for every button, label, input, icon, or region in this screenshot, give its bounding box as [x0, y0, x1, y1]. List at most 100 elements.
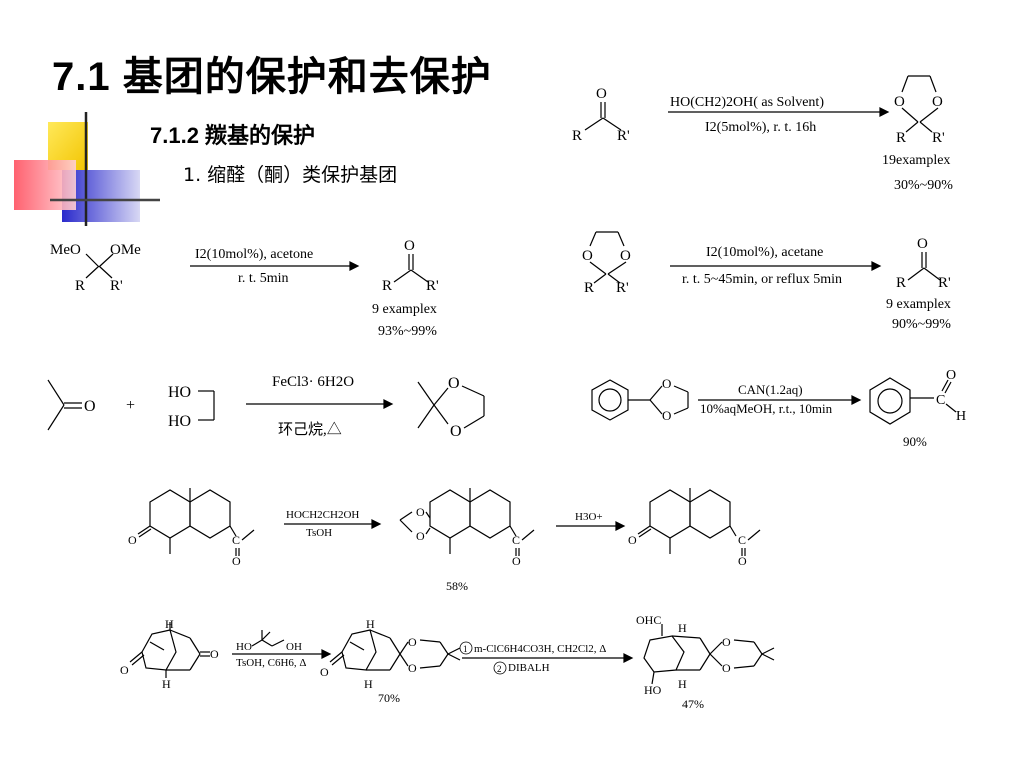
- svg-text:O: O: [946, 368, 956, 383]
- svg-text:O: O: [662, 408, 671, 423]
- r4-reagent-top: FeCl3· 6H2O: [272, 374, 354, 390]
- svg-text:HO: HO: [168, 384, 191, 401]
- reaction-5: O O CAN(1.2aq) 10%aqMeOH, r.t., 10min C O…: [591, 368, 966, 449]
- decalin-diketone-structure: O C O: [128, 488, 255, 568]
- benzaldehyde-product: C O H: [869, 368, 966, 425]
- svg-text:O: O: [408, 661, 417, 675]
- svg-text:OHC: OHC: [636, 613, 661, 627]
- r7-reagent-bottom: TsOH, C6H6, Δ: [236, 657, 306, 669]
- svg-text:O: O: [210, 647, 219, 661]
- r7-step-1: m-ClC6H4CO3H, CH2Cl2, Δ: [474, 643, 606, 655]
- r3-reagent-bottom: r. t. 5~45min, or reflux 5min: [682, 272, 842, 287]
- svg-text:H: H: [678, 621, 687, 635]
- r4-reagent-bottom: 环己烷,△: [278, 421, 342, 438]
- svg-text:O: O: [932, 94, 943, 110]
- svg-text:O: O: [120, 663, 129, 677]
- svg-text:O: O: [84, 398, 96, 415]
- svg-text:OMe: OMe: [110, 242, 141, 258]
- svg-text:O: O: [450, 423, 462, 440]
- svg-text:HO: HO: [168, 413, 191, 430]
- svg-text:O: O: [408, 635, 417, 649]
- acetone-ketal-product: OO: [417, 375, 485, 440]
- r6-yield: 58%: [446, 579, 468, 593]
- r1-yield: 30%~90%: [894, 178, 953, 193]
- ethylene-glycol-structure: HO HO: [168, 384, 215, 430]
- ketone-product: O R R': [382, 238, 439, 294]
- svg-text:R': R': [938, 275, 951, 291]
- svg-text:O: O: [917, 236, 928, 252]
- svg-text:O: O: [448, 375, 460, 392]
- svg-text:O: O: [416, 529, 425, 543]
- svg-text:O: O: [128, 533, 137, 547]
- svg-text:O: O: [722, 635, 731, 649]
- neopentyl-glycol-reagent: HO OH: [236, 630, 302, 653]
- plus-sign: +: [126, 397, 135, 414]
- r5-yield: 90%: [903, 434, 927, 449]
- r6-reagent-2: H3O+: [575, 511, 603, 523]
- r7-reagent-left: HO: [236, 641, 252, 653]
- svg-text:O: O: [620, 248, 631, 264]
- svg-text:O: O: [512, 554, 521, 568]
- spiro-ketal-intermediate: HH O OO: [320, 617, 461, 691]
- r3-example-count: 9 examplex: [886, 297, 951, 312]
- svg-text:R: R: [584, 280, 594, 296]
- svg-text:O: O: [582, 248, 593, 264]
- svg-text:R': R': [617, 128, 630, 144]
- r6-reagent-top: HOCH2CH2OH: [286, 509, 359, 521]
- tricyclic-diketone-structure: H H O O: [120, 617, 219, 691]
- reaction-3: O O R R' I2(10mol%), acetane r. t. 5~45min…: [582, 231, 951, 332]
- section-subtitle: 7.1.2 羰基的保护: [150, 123, 316, 148]
- svg-text:R: R: [896, 130, 906, 146]
- monoketal-intermediate: OO C O: [399, 488, 535, 568]
- acetone-structure: O: [47, 379, 96, 431]
- svg-text:R': R': [426, 278, 439, 294]
- r2-yield: 93%~99%: [378, 324, 437, 339]
- svg-text:O: O: [596, 86, 607, 102]
- r6-reagent-bottom: TsOH: [306, 527, 332, 539]
- r7-yield-1: 70%: [378, 691, 400, 705]
- r7-yield-2: 47%: [682, 697, 704, 711]
- svg-text:C: C: [512, 533, 520, 547]
- r5-reagent-top: CAN(1.2aq): [738, 382, 803, 397]
- svg-text:O: O: [722, 661, 731, 675]
- svg-text:HO: HO: [644, 683, 662, 697]
- reaction-7: HH O O HO OH TsOH, C6H6, Δ HH O OO: [120, 613, 775, 711]
- svg-text:2: 2: [497, 664, 502, 674]
- svg-text:H: H: [162, 677, 171, 691]
- r1-example-count: 19examplex: [882, 153, 950, 168]
- svg-text:O: O: [894, 94, 905, 110]
- aldehyde-alcohol-product: OHC H H HO OO: [636, 613, 775, 697]
- svg-text:1: 1: [463, 644, 468, 654]
- r2-reagent-top: I2(10mol%), acetone: [195, 247, 313, 262]
- svg-text:H: H: [165, 617, 174, 631]
- svg-text:C: C: [936, 393, 945, 408]
- r2-example-count: 9 examplex: [372, 302, 437, 317]
- slide-corner-decoration: [14, 112, 160, 226]
- ketone-product-3: O R R': [896, 236, 951, 291]
- svg-text:O: O: [628, 533, 637, 547]
- r3-reagent-top: I2(10mol%), acetane: [706, 245, 823, 260]
- r7-reagent-right: OH: [286, 641, 302, 653]
- svg-text:H: H: [956, 409, 966, 424]
- r5-reagent-bottom: 10%aqMeOH, r.t., 10min: [700, 401, 833, 416]
- svg-text:R: R: [75, 278, 85, 294]
- reaction-6: O C O HOCH2CH2OH TsOH OO C O 58% H3O+: [128, 488, 761, 593]
- svg-text:O: O: [404, 238, 415, 254]
- svg-text:R: R: [382, 278, 392, 294]
- svg-text:H: H: [366, 617, 375, 631]
- slide-title: 7.1 基团的保护和去保护: [52, 55, 492, 99]
- svg-text:O: O: [320, 665, 329, 679]
- svg-text:H: H: [364, 677, 373, 691]
- svg-text:H: H: [678, 677, 687, 691]
- svg-text:R: R: [896, 275, 906, 291]
- r1-reagent-bottom: I2(5mol%), r. t. 16h: [705, 120, 816, 135]
- svg-text:R': R': [110, 278, 123, 294]
